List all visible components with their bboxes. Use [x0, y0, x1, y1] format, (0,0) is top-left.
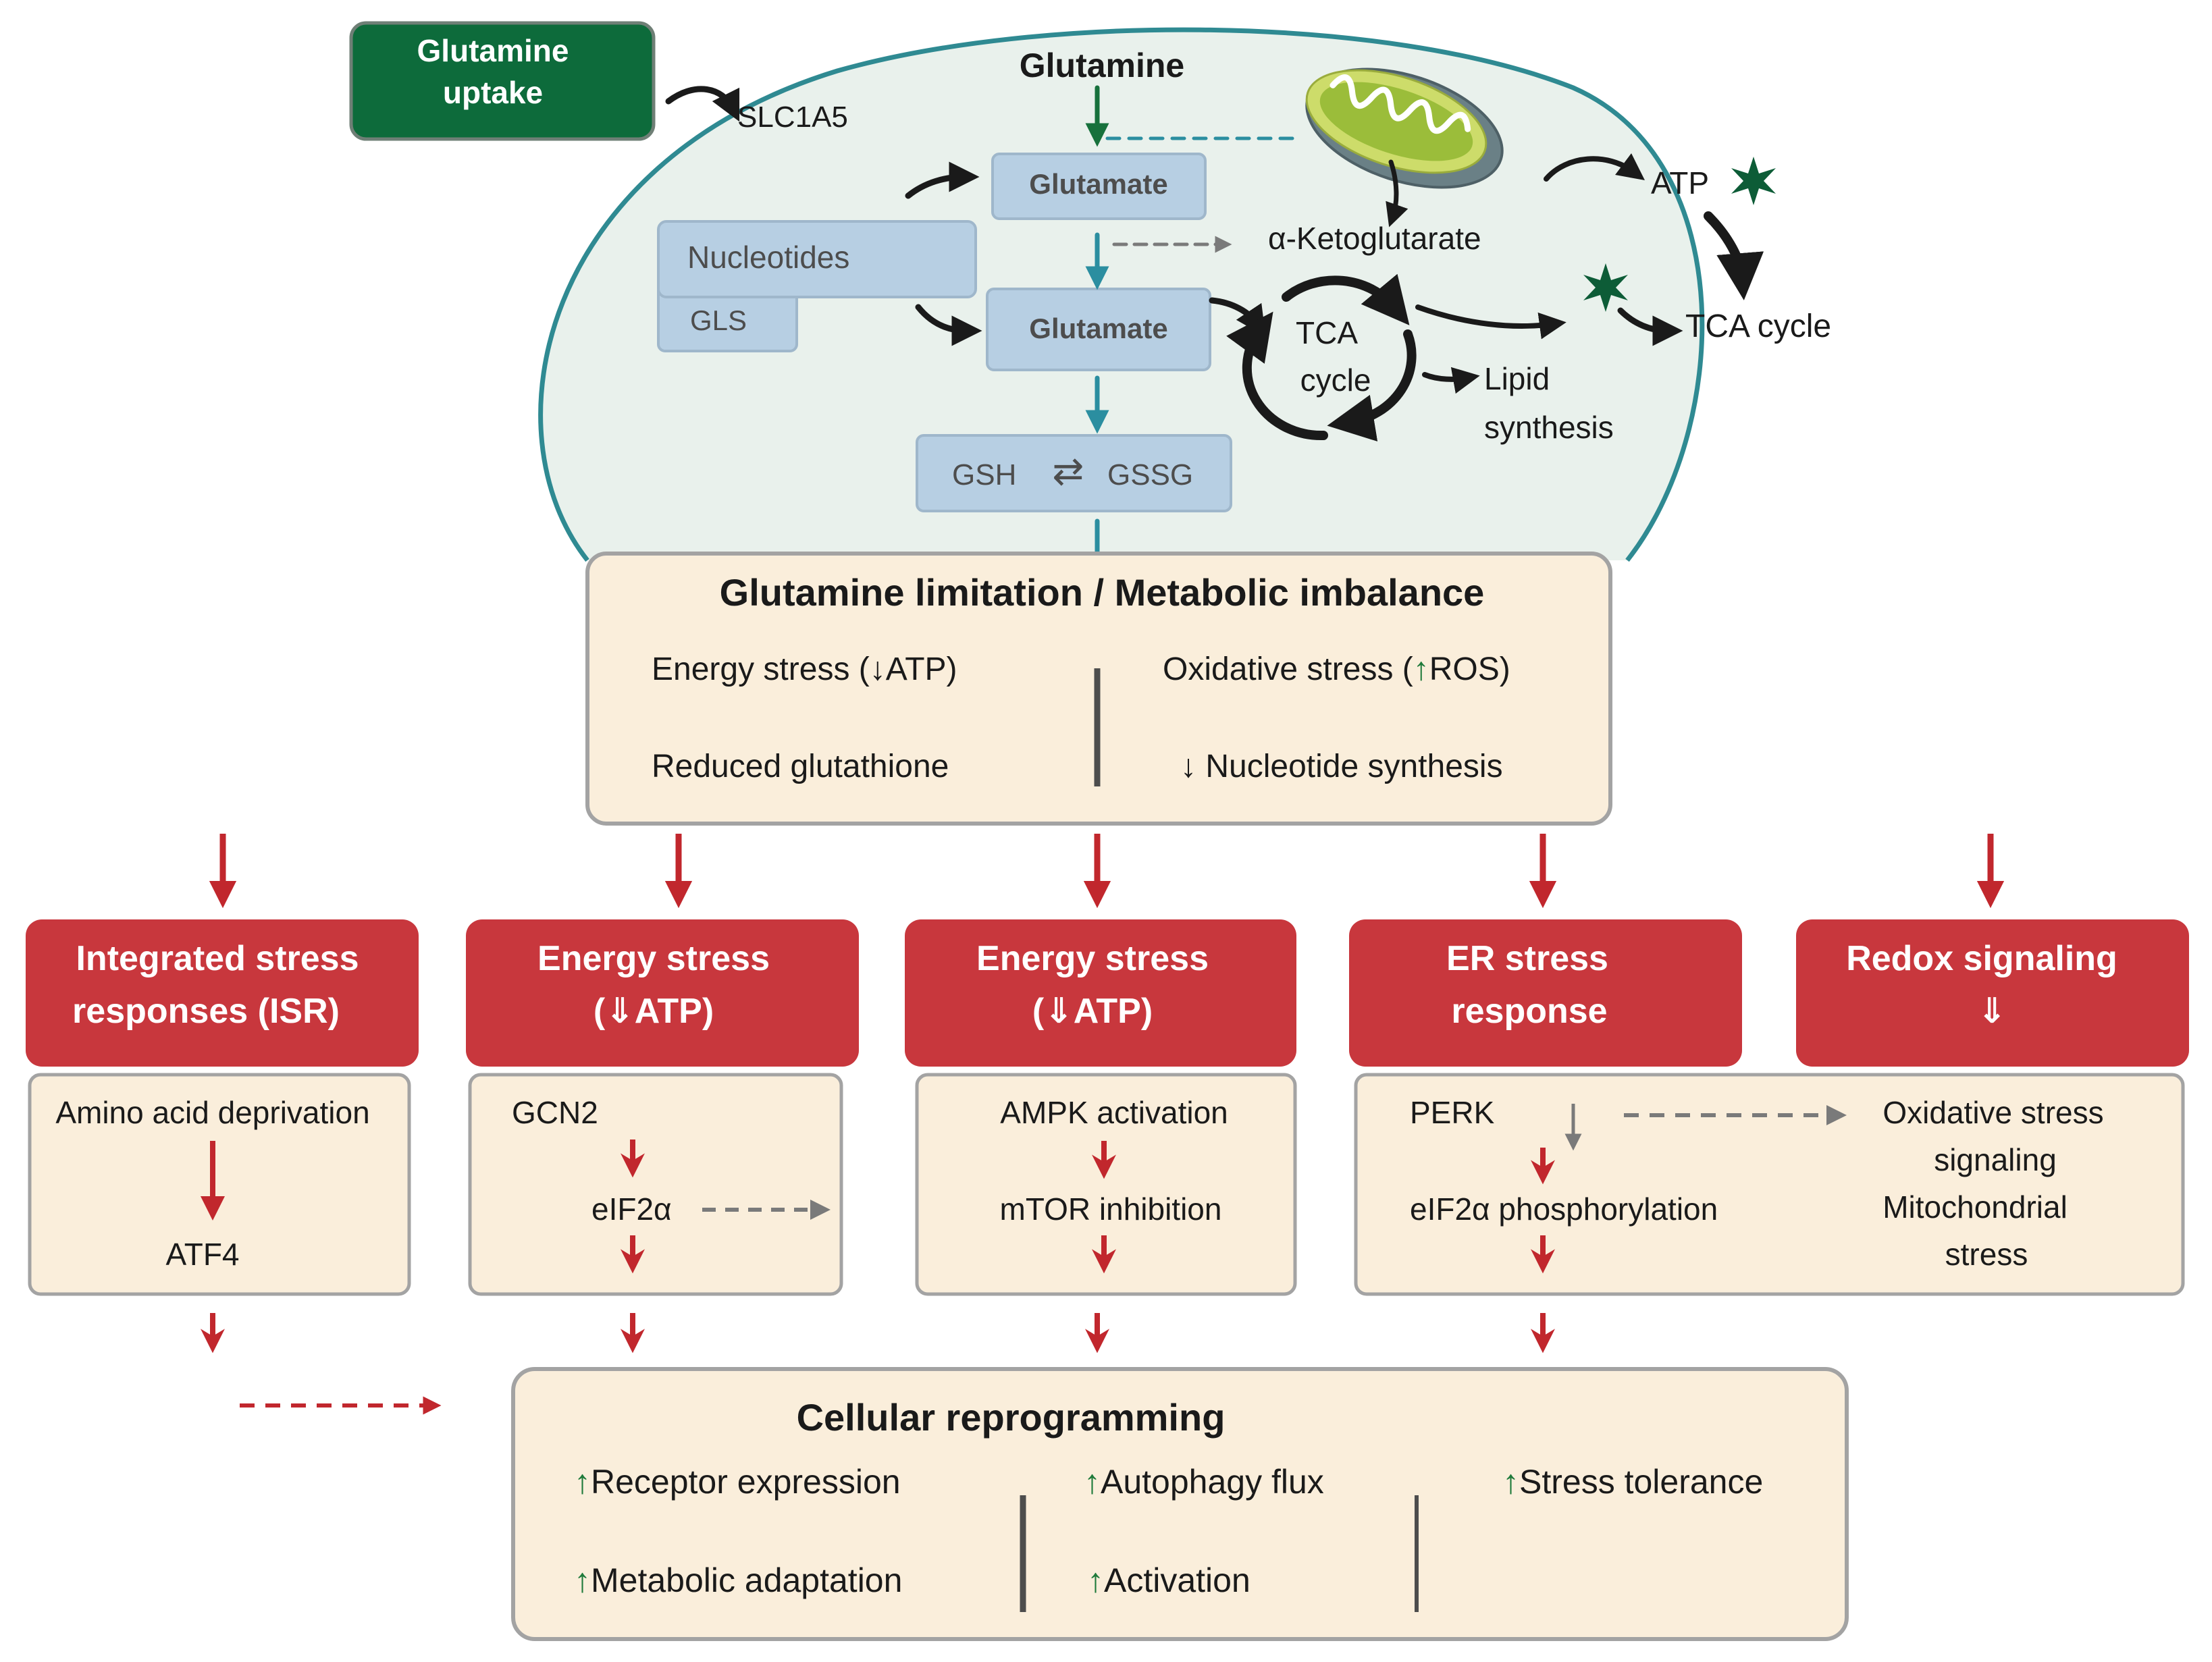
atp-label: ATP — [1651, 165, 1710, 200]
akg-label: α-Ketoglutarate — [1268, 221, 1481, 256]
reprogramming-box — [511, 1367, 1849, 1641]
up-arrow-icon: ↑ — [574, 1561, 591, 1599]
reprogramming-item-autophagy: ↑Autophagy flux — [1084, 1463, 1324, 1501]
energy-a-body-eif2a: eIF2α — [591, 1191, 672, 1227]
up-arrow-icon: ↑ — [1413, 651, 1429, 687]
reprogramming-in-arrows — [201, 1313, 1555, 1415]
isr-body-atf4: ATF4 — [165, 1237, 240, 1272]
energy-a-body-gcn2: GCN2 — [512, 1095, 598, 1130]
limitation-title: Glutamine limitation / Metabolic imbalan… — [719, 571, 1485, 614]
uptake-label-line1: Glutamine — [417, 33, 569, 68]
uptake-label-line2: uptake — [442, 75, 544, 110]
energy-b-body-ampk: AMPK activation — [1000, 1095, 1228, 1130]
isr-header-line2: responses (ISR) — [72, 992, 340, 1031]
reprogramming-title: Cellular reprogramming — [796, 1396, 1226, 1439]
down-arrow-icon: ↓ — [869, 651, 886, 687]
nucleotide-synthesis-item: ↓ Nucleotide synthesis — [1180, 749, 1503, 784]
energy-stress-item: Energy stress (↓ATP) — [652, 651, 957, 687]
up-arrow-icon: ↑ — [1087, 1561, 1104, 1599]
er-body-eif2a-phosphorylation: eIF2α phosphorylation — [1410, 1191, 1718, 1227]
glutamine-uptake-box — [349, 21, 656, 141]
redox-body-line2: signaling — [1934, 1142, 2057, 1177]
up-arrow-icon: ↑ — [1502, 1463, 1519, 1501]
tca-inner-line2: cycle — [1300, 363, 1371, 398]
metabolite-boxes — [657, 153, 1232, 512]
reprogramming-item-receptor: ↑Receptor expression — [574, 1463, 901, 1501]
gssg-label: GSSG — [1107, 458, 1194, 491]
tca-inner-line1: TCA — [1296, 315, 1358, 350]
equilibrium-icon: ⇄ — [1052, 450, 1084, 492]
glutathione-item: Reduced glutathione — [652, 749, 949, 784]
isr-header-line1: Integrated stress — [76, 939, 359, 978]
glutamate-mid-label: Glutamate — [1029, 313, 1168, 344]
tca-star-icon — [1583, 263, 1628, 312]
nucleotides-label: Nucleotides — [687, 240, 850, 275]
energy-b-body-mtor: mTOR inhibition — [999, 1191, 1222, 1227]
er-header-line1: ER stress — [1446, 939, 1608, 978]
energy-header-b-line1: Energy stress — [976, 939, 1209, 978]
reprogramming-item-stress-tolerance: ↑Stress tolerance — [1502, 1463, 1764, 1501]
up-arrow-icon: ↑ — [1084, 1463, 1101, 1501]
redox-header-line1: Redox signaling — [1846, 939, 2117, 978]
energy-header-a-line2: (⇓ATP) — [593, 992, 714, 1031]
atp-star-icon — [1731, 157, 1776, 205]
tca-outer-label: TCA cycle — [1685, 309, 1832, 344]
er-header-line2: response — [1451, 992, 1608, 1031]
energy-header-a-line1: Energy stress — [537, 939, 770, 978]
mitochondrion-icon — [1305, 68, 1504, 189]
gsh-label: GSH — [952, 458, 1017, 491]
reprogramming-item-activation: ↑Activation — [1087, 1561, 1250, 1599]
energy-header-b-line2: (⇓ATP) — [1032, 992, 1153, 1031]
gsh-gssg-box — [916, 434, 1232, 512]
lipid-label-line2: synthesis — [1484, 410, 1614, 445]
pathway-inner-arrows — [201, 1104, 1847, 1274]
glutamate-top-box — [991, 153, 1207, 220]
gls-label: GLS — [690, 304, 747, 336]
reprogramming-item-metabolic: ↑Metabolic adaptation — [574, 1561, 903, 1599]
redox-body-line4: stress — [1945, 1237, 2028, 1272]
er-body-perk: PERK — [1410, 1095, 1495, 1130]
lipid-label-line1: Lipid — [1484, 361, 1550, 396]
pathway-bodies — [28, 1073, 2185, 1296]
oxidative-stress-item: Oxidative stress (↑ROS) — [1163, 651, 1510, 687]
isr-body-amino-acid: Amino acid deprivation — [55, 1095, 370, 1130]
slc1a5-label: SLC1A5 — [737, 101, 848, 134]
pathway-headers — [26, 919, 2189, 1067]
nucleotides-box — [657, 220, 977, 298]
down-arrow-icon: ↓ — [1180, 749, 1196, 784]
up-arrow-icon: ↑ — [574, 1463, 591, 1501]
glutamate-top-label: Glutamate — [1029, 168, 1168, 200]
limitation-out-arrows — [209, 834, 2005, 909]
redox-body-line3: Mitochondrial — [1882, 1189, 2068, 1225]
redox-header-arrow-icon: ⇓ — [1977, 992, 2007, 1031]
glutamine-label: Glutamine — [1019, 47, 1185, 84]
cell-arrows — [665, 85, 1764, 563]
redox-body-line1: Oxidative stress — [1882, 1095, 2104, 1130]
